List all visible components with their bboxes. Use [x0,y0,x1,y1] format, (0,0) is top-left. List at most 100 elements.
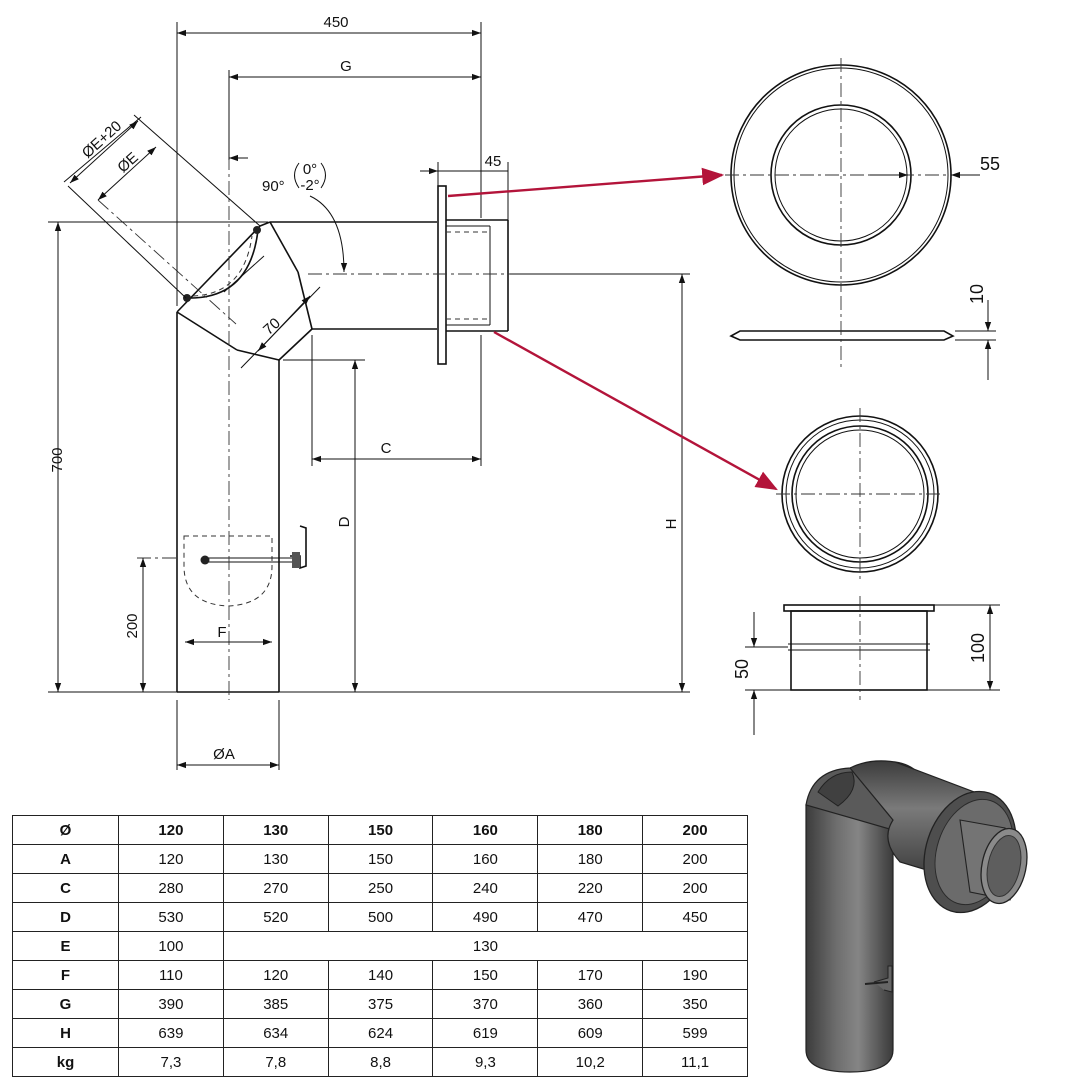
table-cell: 500 [327,902,434,932]
svg-text:450: 450 [323,14,348,31]
svg-text:G: G [340,58,352,75]
svg-text:C: C [381,440,392,457]
svg-text:ØA: ØA [213,746,235,763]
table-cell: 634 [222,1018,329,1048]
dimension-h: H [510,273,690,692]
dimension-table: Ø 120 130 150 160 180 200 A 120 130 150 … [12,815,749,1077]
table-cell: 240 [432,873,539,903]
table-cell: 360 [537,989,644,1019]
table-cell: 200 [642,844,748,874]
table-header-cell: 180 [537,815,644,845]
table-header-cell: 160 [432,815,539,845]
table-cell: 110 [118,960,224,990]
dimension-f: F [185,624,272,646]
table-cell: 10,2 [537,1047,644,1077]
callout-arrows [447,167,778,491]
table-cell: 599 [642,1018,748,1048]
table-cell-merged: 130 [222,931,749,961]
table-cell: 624 [327,1018,434,1048]
row-label: D [12,902,119,932]
dimension-70: 70 [223,255,321,369]
row-label: F [12,960,119,990]
svg-text:F: F [217,624,226,641]
table-row: D 530 520 500 490 470 450 [12,902,748,932]
table-cell: 180 [537,844,644,874]
table-cell: 280 [118,873,224,903]
table-cell: 609 [537,1018,644,1048]
table-cell: 530 [118,902,224,932]
table-cell: 250 [327,873,434,903]
table-row: kg 7,3 7,8 8,8 9,3 10,2 11,1 [12,1047,748,1077]
row-label: E [12,931,119,961]
svg-text:-2°: -2° [300,177,319,194]
table-row: F 110 120 140 150 170 190 [12,960,748,990]
table-cell: 390 [118,989,224,1019]
table-cell: 350 [642,989,748,1019]
table-cell: 150 [327,844,434,874]
table-header-cell: 200 [642,815,748,845]
wall-ring-side: 10 [729,284,996,380]
table-cell: 7,3 [118,1047,224,1077]
table-row: A 120 130 150 160 180 200 [12,844,748,874]
row-label: kg [12,1047,119,1077]
table-cell: 170 [537,960,644,990]
sleeve-detail [776,408,944,580]
wall-ring-detail: 55 [725,58,1000,292]
table-cell: 490 [432,902,539,932]
dimension-45: 45 [420,153,509,220]
table-cell: 11,1 [642,1047,748,1077]
dimension-g: G [228,58,481,160]
product-render [805,760,1028,1073]
table-cell: 639 [118,1018,224,1048]
table-cell: 7,8 [222,1047,329,1077]
svg-text:ØE: ØE [114,149,141,176]
table-cell: 130 [222,844,329,874]
table-header-cell: 150 [327,815,434,845]
svg-text:700: 700 [49,447,66,472]
table-cell: 160 [432,844,539,874]
dimension-450: 450 [176,14,482,306]
svg-text:10: 10 [967,284,987,304]
table-cell: 470 [537,902,644,932]
row-label: G [12,989,119,1019]
sleeve-side: 100 50 [732,596,1000,735]
table-cell: 9,3 [432,1047,539,1077]
table-header-cell: 120 [118,815,224,845]
table-cell: 270 [222,873,329,903]
table-row: H 639 634 624 619 609 599 [12,1018,748,1048]
table-cell: 520 [222,902,329,932]
table-cell: 370 [432,989,539,1019]
row-label: C [12,873,119,903]
dimension-d: D [279,359,690,693]
svg-text:70: 70 [260,315,284,339]
table-header-row: Ø 120 130 150 160 180 200 [12,815,748,845]
table-cell: 200 [642,873,748,903]
svg-text:90°: 90° [262,178,285,195]
table-cell: 140 [327,960,434,990]
row-label: A [12,844,119,874]
table-row: E 100 130 [12,931,749,961]
table-cell: 619 [432,1018,539,1048]
table-header-cell: Ø [12,815,119,845]
table-cell: 150 [432,960,539,990]
flue-pipe-outline [176,185,509,693]
table-cell-merged: 100 [118,931,224,961]
table-row: G 390 385 375 370 360 350 [12,989,748,1019]
dimension-dia-a: ØA [176,700,280,770]
dimension-200: 200 [124,558,147,692]
dimension-c: C [311,335,482,466]
svg-text:100: 100 [968,633,988,663]
svg-text:200: 200 [124,613,141,638]
table-cell: 450 [642,902,748,932]
svg-text:H: H [663,519,680,530]
table-cell: 375 [327,989,434,1019]
table-cell: 190 [642,960,748,990]
svg-text:0°: 0° [303,161,317,178]
table-row: C 280 270 250 240 220 200 [12,873,748,903]
svg-text:50: 50 [732,659,752,679]
svg-text:D: D [336,516,353,527]
table-header-cell: 130 [222,815,329,845]
table-cell: 120 [118,844,224,874]
row-label: H [12,1018,119,1048]
dimension-700: 700 [48,221,268,693]
